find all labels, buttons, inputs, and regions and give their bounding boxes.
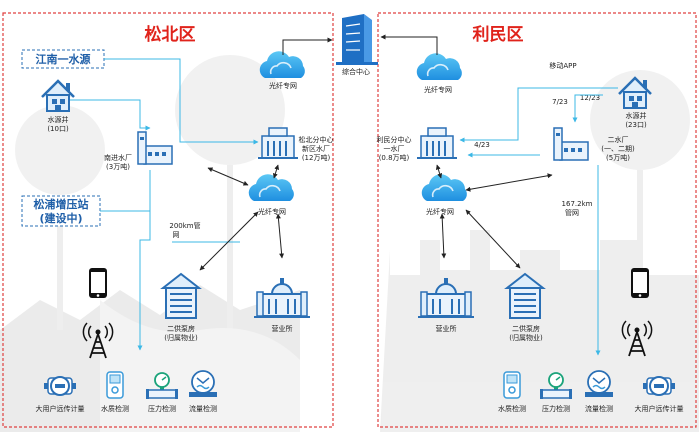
limin-device-label-2: 流量检测 [585, 404, 613, 413]
songbei-plant-label-2: (3万吨) [106, 162, 130, 171]
limin-ratio-b: 12/23 [580, 94, 600, 102]
songbei-sub-center-label-2: 新区水厂 [302, 144, 330, 153]
songbei-pump-label-1: 二供泵房 [167, 324, 195, 333]
limin-sub-center-building-icon [416, 127, 458, 159]
region-title-songbei: 松北区 [145, 24, 196, 45]
songbei-sub-center-label-1: 松北分中心 [299, 135, 334, 144]
limin-device-label-0: 水质检测 [498, 404, 526, 413]
limin-plant2-label-2: (一、二期) [601, 145, 635, 153]
songbei-device-label-1: 水质检测 [101, 404, 129, 413]
songbei-pump-label-2: (归属物业) [164, 333, 198, 342]
limin-sub-center-label-2: 一水厂 [384, 144, 405, 153]
limin-net-top-cloud-icon [415, 52, 463, 81]
station-box-label-2: (建设中) [39, 211, 82, 225]
limin-wells-label-1: 水源井 [626, 111, 647, 120]
station-box-label-1: 松浦增压站 [34, 197, 89, 211]
songbei-phone-icon [89, 268, 107, 298]
limin-plant2-label-3: (5万吨) [606, 153, 630, 162]
region-frame-limin [377, 12, 697, 428]
limin-pipe-label-2: 管网 [565, 208, 579, 217]
songbei-sub-center-label-3: (12万吨) [302, 153, 331, 162]
songbei-pump-house-icon [162, 273, 200, 319]
limin-pipe-label-1: 167.2km [562, 200, 593, 208]
region-title-limin: 利民区 [473, 24, 524, 45]
limin-net-mid-label: 光纤专网 [426, 207, 454, 216]
limin-ratio-a: 7/23 [552, 98, 568, 106]
background-scenery [0, 55, 699, 432]
integrated-center-building-icon [336, 14, 378, 65]
limin-pump-label-2: (归属物业) [509, 333, 543, 342]
songbei-meter-icon [43, 376, 77, 396]
limin-net-mid-cloud-icon [420, 173, 468, 202]
songbei-quality-icon [106, 371, 124, 399]
station-box [21, 195, 101, 227]
limin-plant2-factory-icon [553, 127, 589, 161]
region-frame-songbei [2, 12, 334, 428]
songbei-device-label-0: 大用户远传计量 [36, 404, 85, 413]
songbei-pipe-label-1: 200km管 [169, 221, 200, 230]
source-box-label: 江南一水源 [36, 52, 91, 66]
songbei-net-mid-cloud-icon [247, 173, 295, 202]
songbei-net-mid-label: 光纤专网 [258, 207, 286, 216]
songbei-well-house-icon [40, 79, 76, 113]
limin-ratio-c: 4/23 [474, 141, 490, 149]
songbei-net-top-cloud-icon [258, 50, 306, 79]
limin-device-label-1: 压力检测 [542, 404, 570, 413]
songbei-wells-label-1: 水源井 [48, 115, 69, 124]
limin-wells-label-2: (23口) [625, 121, 647, 129]
songbei-connectors [70, 37, 333, 351]
limin-connectors [380, 34, 618, 356]
limin-quality-icon [503, 371, 521, 399]
limin-plant2-label-1: 二水厂 [608, 135, 629, 144]
limin-pump-label-1: 二供泵房 [512, 324, 540, 333]
songbei-office-label: 营业所 [272, 324, 293, 333]
songbei-device-label-3: 流量检测 [189, 404, 217, 413]
limin-device-label-3: 大用户远传计量 [635, 404, 684, 413]
songbei-plant-factory-icon [137, 131, 173, 165]
limin-office-label: 营业所 [436, 324, 457, 333]
songbei-device-label-2: 压力检测 [148, 404, 176, 413]
songbei-plant-label-1: 南进水厂 [104, 153, 132, 162]
limin-phone-icon [631, 268, 649, 298]
songbei-wells-label-2: (10口) [47, 125, 69, 133]
limin-meter-icon [642, 376, 676, 396]
songbei-pipe-label-2: 网 [173, 231, 180, 239]
songbei-office-icon [253, 277, 311, 318]
songbei-net-top-label: 光纤专网 [269, 81, 297, 90]
limin-app-label: 移动APP [549, 61, 576, 70]
limin-sub-center-label-3: (0.8万吨) [379, 153, 410, 162]
limin-sub-center-label-1: 利民分中心 [377, 135, 412, 144]
limin-net-top-label: 光纤专网 [424, 85, 452, 94]
center-label: 综合中心 [342, 67, 370, 76]
